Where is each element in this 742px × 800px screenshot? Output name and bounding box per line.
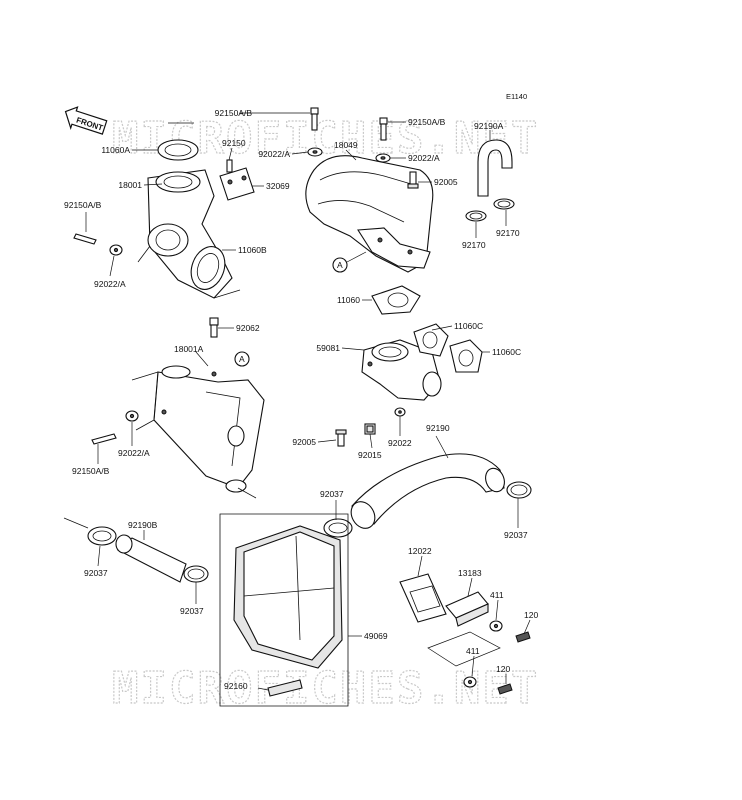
front-arrow-icon: FRONT bbox=[64, 106, 108, 135]
label-92037-right: 92037 bbox=[504, 530, 528, 540]
label-92150: 92150 bbox=[222, 138, 246, 148]
label-18049: 18049 bbox=[334, 140, 358, 150]
resonator-frame bbox=[219, 513, 349, 707]
washer-92022a-top bbox=[307, 147, 323, 157]
gasket-11060b bbox=[190, 246, 226, 290]
label-92190a: 92190A bbox=[474, 121, 504, 131]
bracket-13183 bbox=[445, 591, 489, 627]
label-11060a: 11060A bbox=[101, 145, 130, 155]
label-92037-low: 92037 bbox=[180, 606, 204, 616]
label-92150ab-mid: 92150A/B bbox=[72, 466, 110, 476]
label-92150ab-left: 92150A/B bbox=[64, 200, 102, 210]
washer-411-low bbox=[463, 676, 477, 688]
clamp-92037-left bbox=[63, 517, 117, 546]
label-92062: 92062 bbox=[236, 323, 260, 333]
washer-411-top bbox=[489, 620, 503, 632]
bolt-92150ab-top bbox=[310, 107, 319, 131]
label-92022: 92022 bbox=[388, 438, 412, 448]
diagram-code: E1140 bbox=[506, 92, 527, 101]
callout-a-top-letter: A bbox=[337, 260, 343, 270]
label-12022: 12022 bbox=[408, 546, 432, 556]
label-11060c-right: 11060C bbox=[492, 347, 521, 357]
hose-92190b bbox=[115, 534, 187, 583]
plug-92015 bbox=[364, 423, 376, 435]
clamp-92170-right bbox=[493, 198, 515, 210]
gasket-11060 bbox=[371, 285, 421, 315]
label-59081: 59081 bbox=[316, 343, 340, 353]
label-92160: 92160 bbox=[224, 681, 248, 691]
label-92005-mid: 92005 bbox=[292, 437, 316, 447]
leader-lines bbox=[85, 112, 531, 691]
gasket-11060a bbox=[157, 122, 199, 161]
assembly-guide-lines bbox=[427, 631, 501, 667]
fitting-92005-top bbox=[407, 171, 419, 189]
label-92005-top: 92005 bbox=[434, 177, 458, 187]
clamp-92037-mid bbox=[323, 518, 353, 538]
label-120-top: 120 bbox=[524, 610, 538, 620]
label-92190b: 92190B bbox=[128, 520, 158, 530]
label-11060: 11060 bbox=[337, 295, 360, 305]
washer-92022a-left bbox=[109, 244, 123, 256]
resonator-49069 bbox=[233, 525, 343, 669]
gasket-11060c-right bbox=[449, 339, 483, 373]
gasket-11060c-top bbox=[413, 323, 449, 357]
label-18001a: 18001A bbox=[174, 344, 204, 354]
label-18001: 18001 bbox=[118, 180, 142, 190]
label-92037-left: 92037 bbox=[84, 568, 108, 578]
bolt-120-low bbox=[497, 683, 513, 695]
label-411-low: 411 bbox=[466, 646, 480, 656]
label-49069: 49069 bbox=[364, 631, 388, 641]
hose-92190 bbox=[350, 453, 505, 529]
bolt-120-top bbox=[515, 631, 531, 643]
callout-a-top: A bbox=[332, 251, 367, 273]
label-411-top: 411 bbox=[490, 590, 504, 600]
hose-92190a bbox=[477, 139, 513, 197]
label-92022a-right: 92022/A bbox=[408, 153, 440, 163]
label-11060c-top: 11060C bbox=[454, 321, 483, 331]
label-32069: 32069 bbox=[266, 181, 290, 191]
label-92170-bottom: 92170 bbox=[462, 240, 486, 250]
label-92037-mid: 92037 bbox=[320, 489, 344, 499]
label-13183: 13183 bbox=[458, 568, 482, 578]
clamp-92037-right bbox=[506, 481, 532, 499]
pad-92160 bbox=[267, 679, 303, 697]
callout-a-mid-letter: A bbox=[239, 354, 245, 364]
washer-92022a-mid bbox=[125, 410, 139, 422]
label-92170-right: 92170 bbox=[496, 228, 520, 238]
bolt-92150ab-right bbox=[379, 117, 388, 141]
label-92150ab-right: 92150A/B bbox=[408, 117, 446, 127]
fitting-92062 bbox=[209, 317, 219, 338]
plate-12022 bbox=[399, 573, 447, 623]
bolt-92150 bbox=[226, 159, 233, 173]
label-92022a-left: 92022/A bbox=[94, 279, 126, 289]
clamp-92170-bottom bbox=[465, 210, 487, 222]
washer-92022 bbox=[394, 407, 406, 417]
manifold-18049 bbox=[305, 155, 434, 273]
label-92022a-mid: 92022/A bbox=[118, 448, 150, 458]
label-92015: 92015 bbox=[358, 450, 382, 460]
bracket-32069 bbox=[219, 167, 255, 201]
bolt-92150ab-mid bbox=[91, 433, 117, 445]
clamp-92037-low bbox=[183, 565, 209, 583]
callout-a-mid: A bbox=[234, 351, 250, 367]
label-92150ab-top: 92150A/B bbox=[215, 108, 253, 118]
fitting-92005-mid bbox=[335, 429, 347, 447]
bolt-92150ab-left bbox=[73, 233, 97, 245]
label-92190: 92190 bbox=[426, 423, 450, 433]
label-92022a-top: 92022/A bbox=[258, 149, 290, 159]
case-18001a bbox=[131, 365, 265, 499]
label-11060b: 11060B bbox=[238, 245, 267, 255]
label-120-low: 120 bbox=[496, 664, 510, 674]
adapter-59081 bbox=[361, 339, 442, 401]
